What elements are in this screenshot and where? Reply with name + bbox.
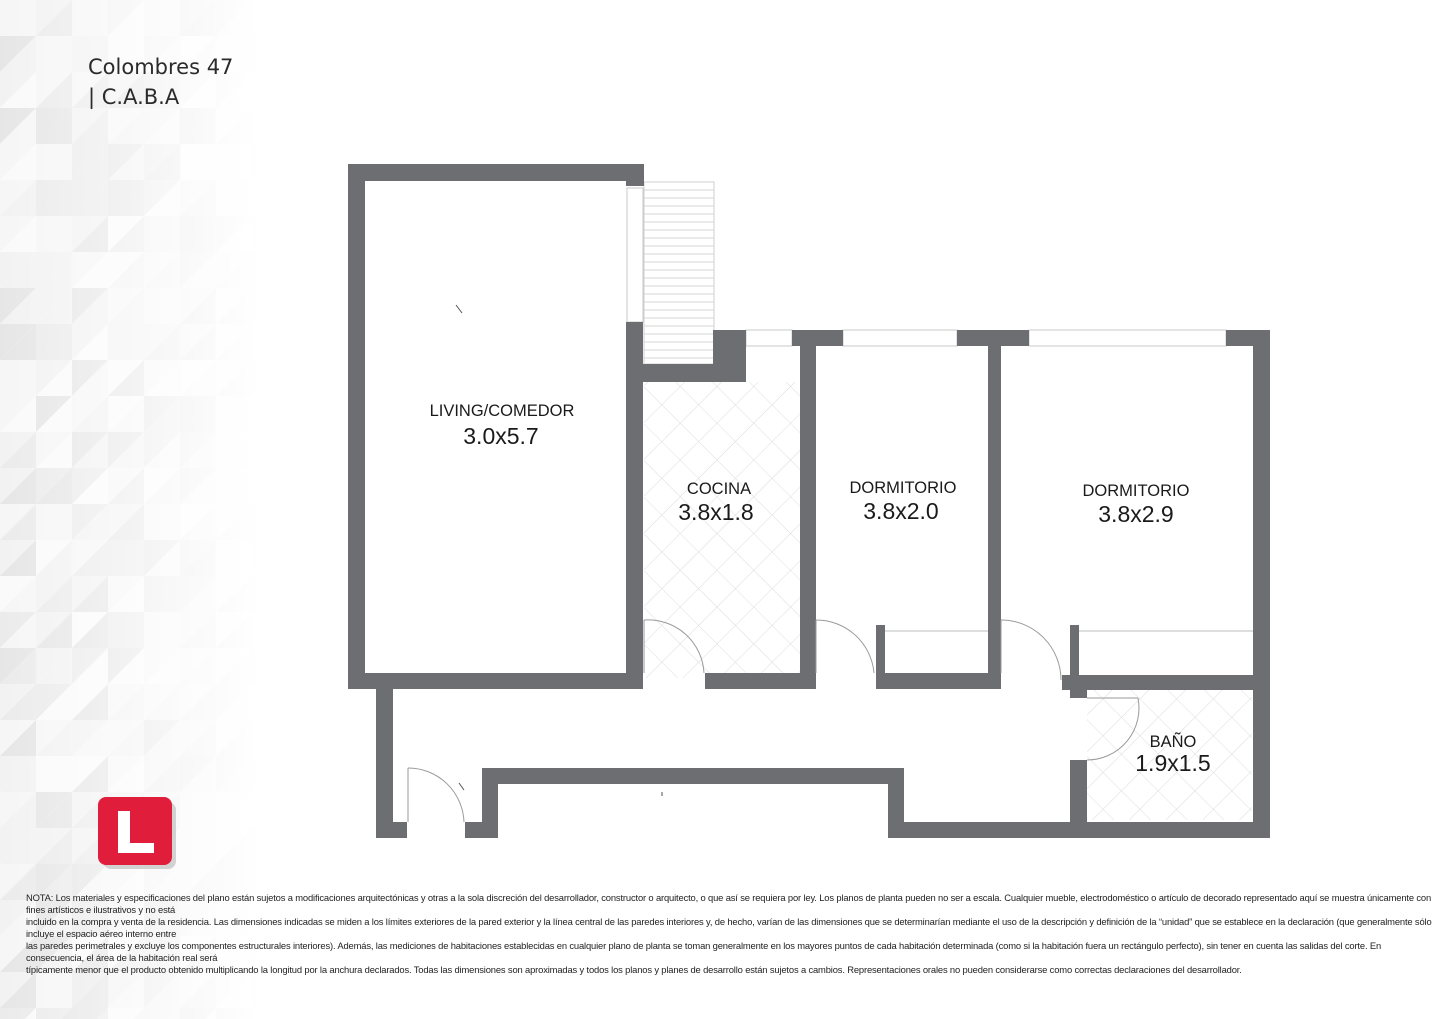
kitchen-floor-tiles xyxy=(644,382,800,678)
room-size-kitchen: 3.8x1.8 xyxy=(678,499,753,525)
note-line: NOTA: Los materiales y especificaciones … xyxy=(26,892,1432,915)
balcony-stairs xyxy=(643,181,715,365)
room-name-bathroom: BAÑO xyxy=(1150,731,1197,751)
room-name-living: LIVING/COMEDOR xyxy=(430,402,575,420)
property-title: Colombres 47 | C.A.B.A xyxy=(88,52,233,112)
city-line: | C.A.B.A xyxy=(88,85,180,109)
room-size-living: 3.0x5.7 xyxy=(463,423,538,449)
logo-letter-shape xyxy=(118,811,154,853)
brand-logo xyxy=(98,797,176,869)
room-name-bedroom-1: DORMITORIO xyxy=(850,479,957,497)
room-name-kitchen: COCINA xyxy=(687,480,751,498)
room-labels: LIVING/COMEDOR 3.0x5.7 COCINA 3.8x1.8 DO… xyxy=(430,402,1211,776)
room-size-bathroom: 1.9x1.5 xyxy=(1135,750,1210,776)
bathroom-floor-tiles xyxy=(1087,690,1252,820)
note-line: las paredes perimetrales y excluye los c… xyxy=(26,940,1382,963)
note-line: incluido en la compra y venta de la resi… xyxy=(26,916,1432,939)
walls xyxy=(348,164,1270,838)
room-size-bedroom-1: 3.8x2.0 xyxy=(863,498,938,524)
door-swings xyxy=(407,304,1140,823)
room-size-bedroom-2: 3.8x2.9 xyxy=(1098,501,1173,527)
note-line: típicamente menor que el producto obteni… xyxy=(26,964,1242,975)
windows xyxy=(626,187,1227,347)
room-name-bedroom-2: DORMITORIO xyxy=(1083,482,1190,500)
address-line: Colombres 47 xyxy=(88,55,234,79)
disclaimer-note: NOTA: Los materiales y especificaciones … xyxy=(26,892,1434,976)
background-pattern xyxy=(0,0,260,1019)
